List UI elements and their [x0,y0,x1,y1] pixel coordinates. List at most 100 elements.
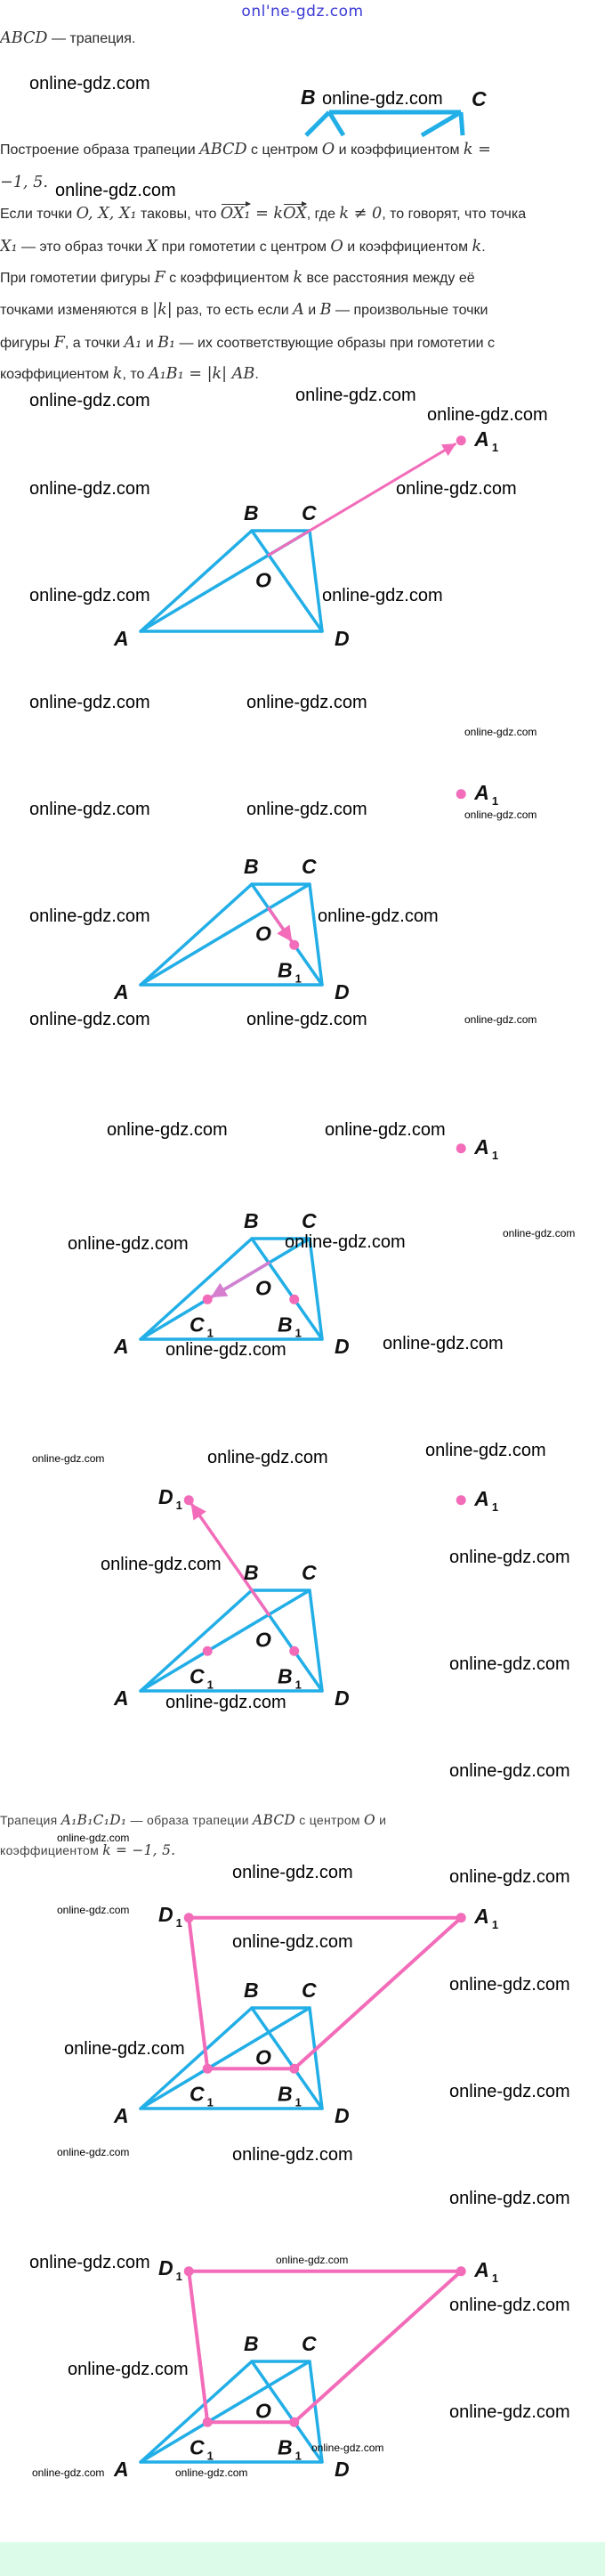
math-expression: A₁B₁ = |k| AB [148,365,255,383]
point-a1 [456,2266,466,2277]
watermark-text: online-gdz.com [29,1010,150,1029]
theory-line: коэффициентом k, то A₁B₁ = |k| AB. [0,364,259,384]
watermark-text: online-gdz.com [57,1832,130,1844]
text-segment: и [141,336,158,351]
watermark-text: online-gdz.com [449,2402,570,2422]
math-expression: ABCD [0,29,48,47]
watermark-text: online-gdz.com [318,906,439,926]
label-b: B [244,1209,259,1232]
label-d-letter: D [335,2458,350,2481]
arrow-o-to-c1 [210,1261,270,1298]
diagonal-ac [420,110,463,138]
point-b1 [289,1294,300,1304]
point-a1 [456,1913,466,1923]
label-d: D [335,980,350,1004]
point-a1 [456,1143,466,1154]
watermark-text: online-gdz.com [232,1932,353,1952]
label-c: C [472,87,487,110]
watermark-text: online-gdz.com [396,479,517,499]
label-b-letter: B [244,2332,259,2355]
point-c1 [202,1294,213,1304]
text-segment: точками изменяются в [0,303,153,318]
label-a1-letter: A [473,2258,489,2281]
label-d: D [335,2458,350,2481]
label-c1-subscript: 1 [207,1678,214,1691]
point-b1 [289,1646,300,1656]
math-expression: k [293,269,303,287]
label-b1-letter: B [278,1312,293,1336]
watermark-text: online-gdz.com [322,586,443,605]
label-b1-subscript: 1 [295,2449,302,2462]
text-segment: При гомотетии фигуры [0,271,155,286]
label-a1-letter: A [473,781,489,804]
label-b1-letter: B [278,2435,293,2458]
watermark-text: online-gdz.com [68,2360,189,2379]
watermark-text: online-gdz.com [232,2145,353,2165]
watermark-text: online-gdz.com [427,405,548,425]
label-d1-letter: D [158,1903,173,1926]
watermark-text: online-gdz.com [32,1452,105,1465]
label-a-letter: A [113,1335,129,1358]
text-segment: Если точки [0,207,77,222]
point-c1 [202,2417,213,2427]
label-d-letter: D [335,980,350,1004]
watermark-text: online-gdz.com [246,800,367,819]
label-b1-letter: B [278,2082,293,2105]
watermark-text: online-gdz.com [449,1867,570,1887]
label-b1-subscript: 1 [295,1678,302,1691]
label-d1-subscript: 1 [176,2270,182,2283]
label-o: O [255,1276,271,1299]
label-b: B [244,1561,259,1584]
theory-line: X₁ — это образ точки X при гомотетии с ц… [0,237,486,256]
point-a1 [456,1495,466,1506]
label-b1-subscript: 1 [295,2095,302,2109]
label-a: A [113,2458,129,2481]
text-segment: . [254,367,259,382]
math-expression: −1, 5. [0,174,48,191]
label-a: A [113,1335,129,1358]
label-b1-letter: B [278,958,293,981]
text-segment: — произвольные точки [331,303,488,318]
label-a1-subscript: 1 [492,441,498,454]
watermark-text: online-gdz.com [464,726,537,738]
watermark-text: online-gdz.com [64,2039,185,2059]
text-segment: и коэффициентом [335,142,464,158]
text-segment: , а точки [64,336,125,351]
watermark-text: online-gdz.com [464,809,537,821]
label-c-letter: C [302,855,317,878]
label-b: B [244,2332,259,2355]
label-a: A [113,627,129,650]
watermark-text: online-gdz.com [29,800,150,819]
text-segment: , то [122,367,149,382]
label-d1-subscript: 1 [176,1916,182,1930]
diagonal-bd [250,2006,324,2110]
image-trapezoid-a1b1c1d1 [187,2269,464,2425]
site-header-logo[interactable]: onl'ne-gdz.com [241,3,364,20]
watermark-text: online-gdz.com [449,1548,570,1567]
label-c1-letter: C [190,2082,205,2105]
text-segment: и [303,303,320,318]
watermark-text: online-gdz.com [55,181,176,200]
label-a-letter: A [113,627,129,650]
side-cd [458,111,465,136]
watermark-text: online-gdz.com [246,1010,367,1029]
label-d-letter: D [335,1686,350,1710]
diagonal-ac [139,2006,311,2110]
math-expression: O [330,238,343,256]
label-b: B [244,501,259,524]
text-segment: с центром [246,142,322,158]
math-expression: A [293,301,304,319]
label-d: D [335,627,350,650]
label-c1-subscript: 1 [207,2449,214,2462]
label-d: D [335,2104,350,2127]
diagonal-bd [250,1237,324,1341]
